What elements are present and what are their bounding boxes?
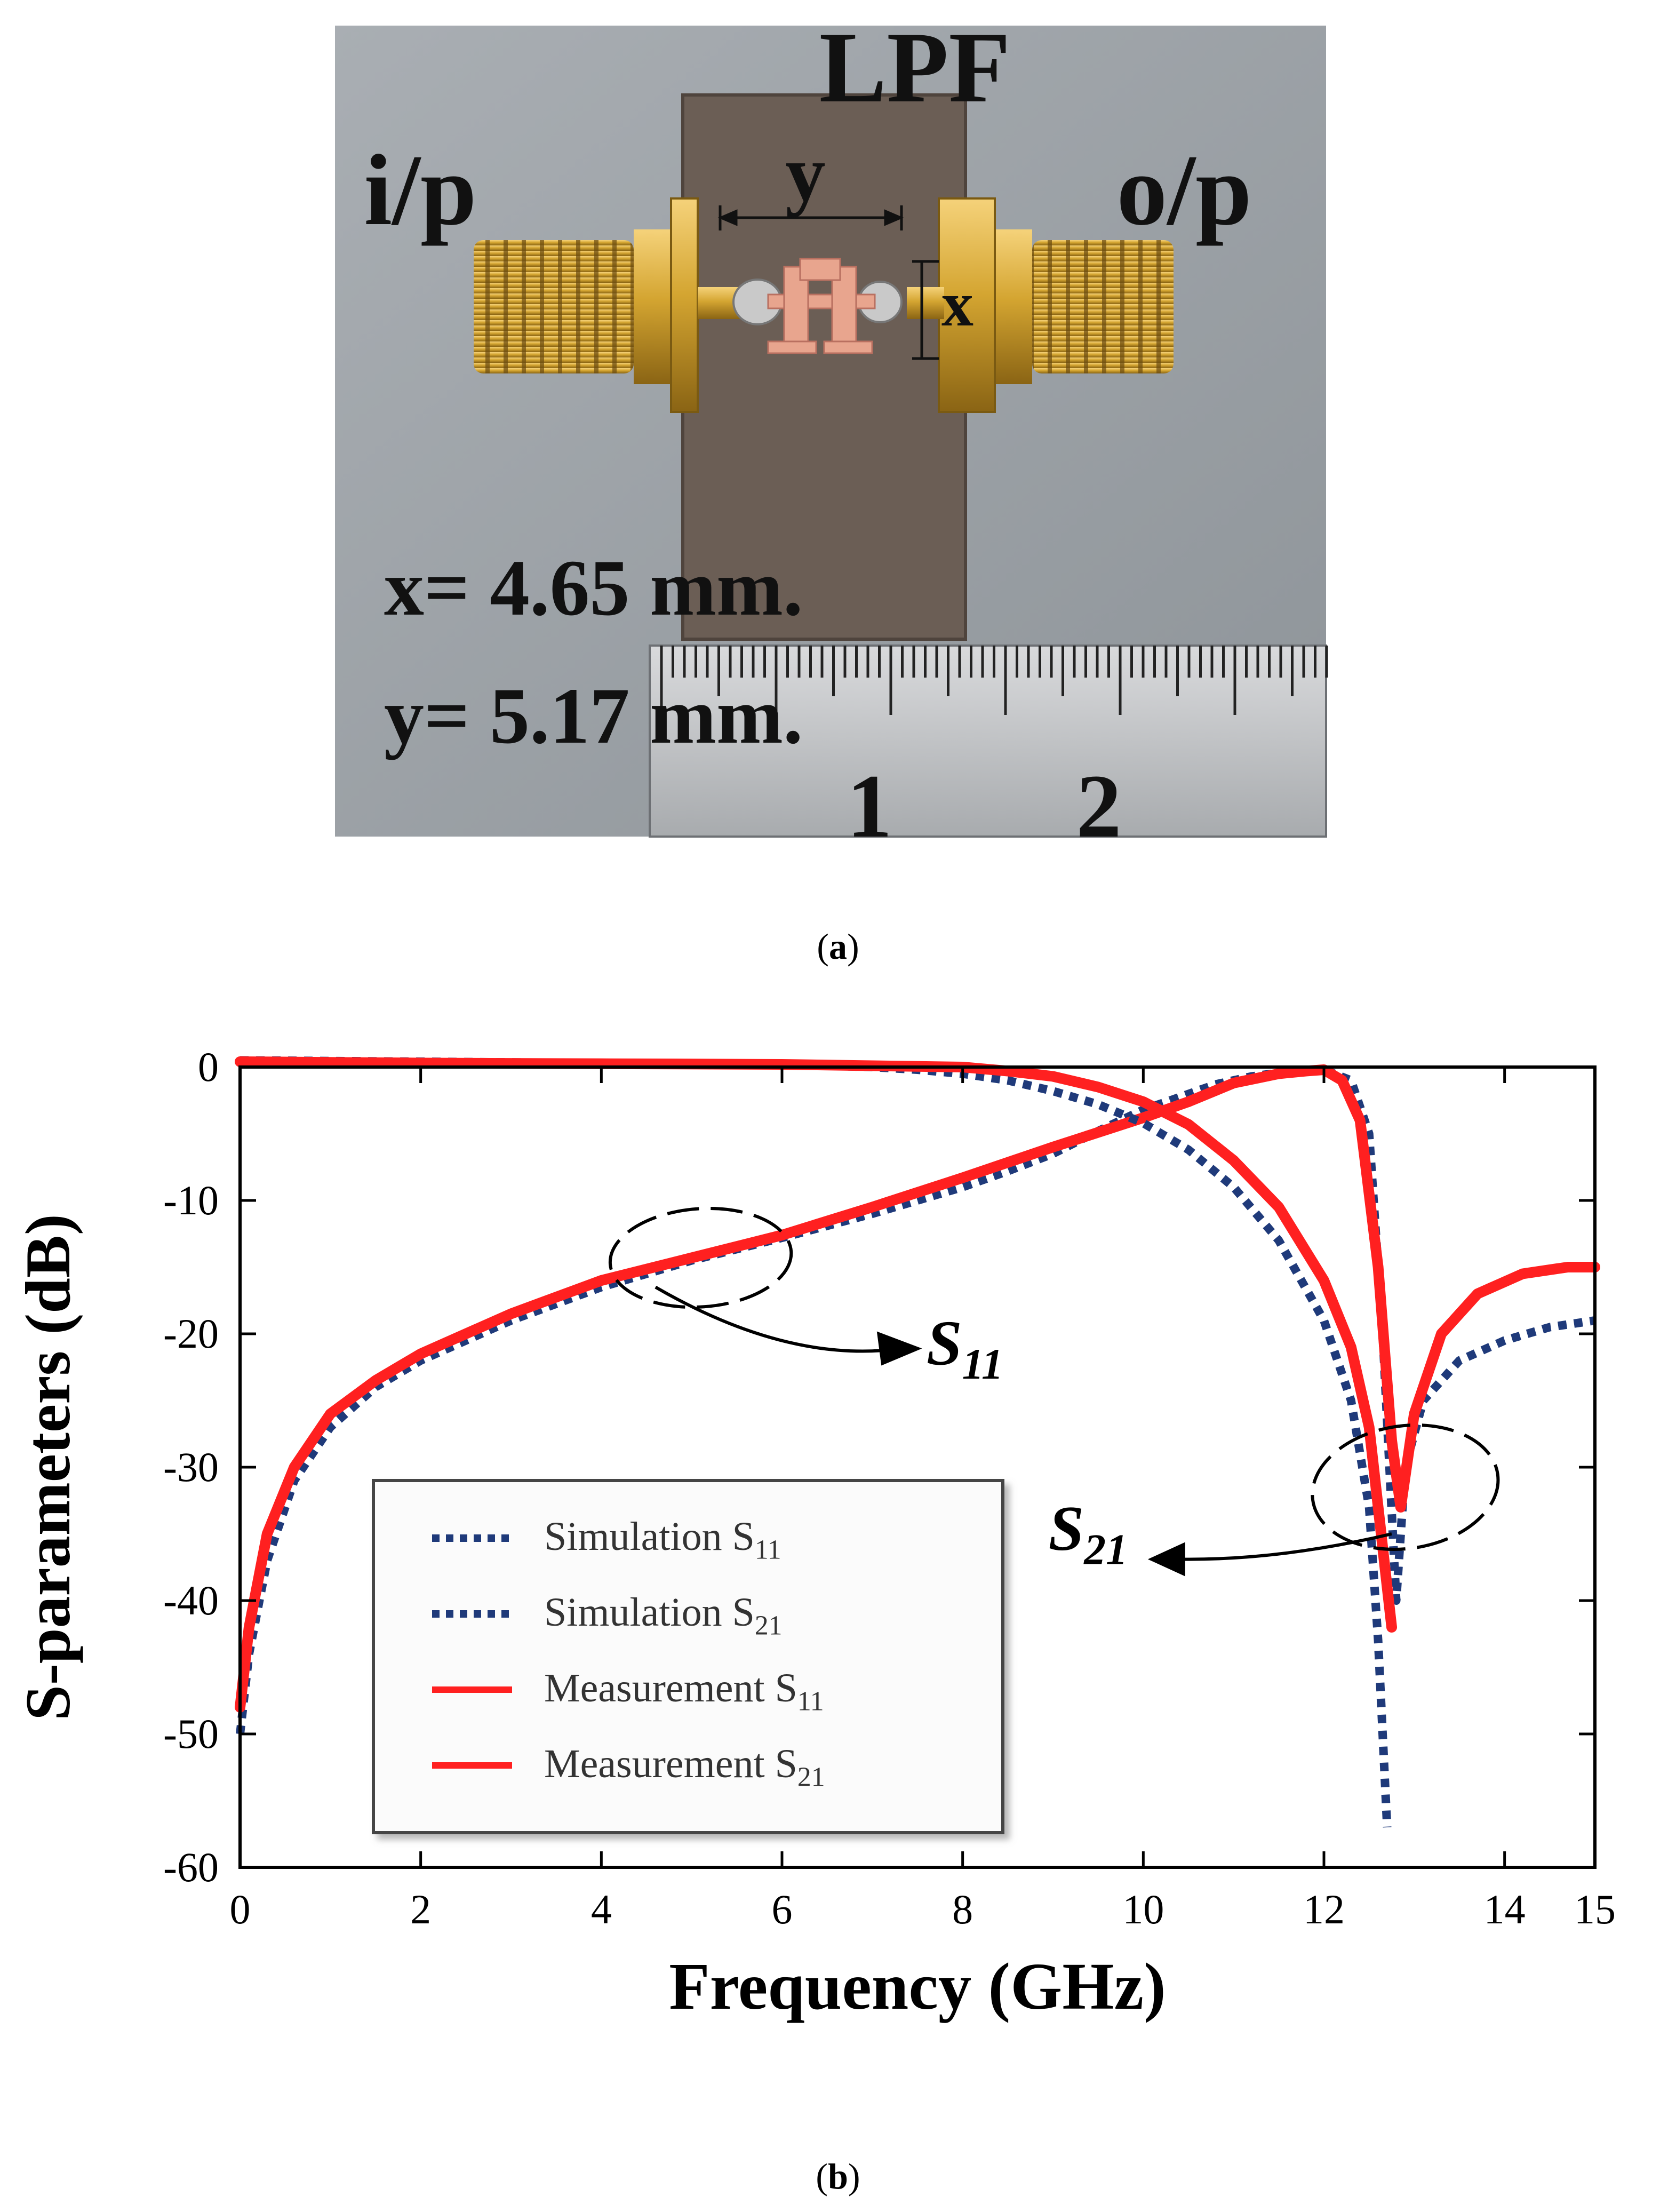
s21-annotation: S21 [1049, 1493, 1128, 1573]
legend-label-2-base: Measurement S [544, 1666, 797, 1710]
y-axis-label: S-parameters (dB) [12, 1214, 83, 1721]
lpf-label: LPF [819, 12, 1011, 124]
y-tick-label: 0 [198, 1044, 219, 1090]
s11-arrow-head [876, 1331, 922, 1366]
dimension-x-marker [912, 260, 939, 360]
legend-label-0-base: Simulation S [544, 1514, 755, 1559]
x-tick-label: 12 [1303, 1886, 1345, 1932]
y-tick-label: -40 [163, 1577, 219, 1624]
y-tick-label: -50 [163, 1710, 219, 1757]
caption-b: (b) [816, 2156, 860, 2197]
caption-a-letter: a [829, 926, 847, 967]
substrate-board [683, 95, 965, 639]
x-tick-label: 15 [1574, 1886, 1616, 1932]
legend-label-3-subscript: 21 [797, 1762, 825, 1793]
legend-label-1: Simulation S21 [544, 1590, 783, 1641]
series-line-3 [1183, 1064, 1600, 1513]
input-port-label: i/p [364, 134, 476, 246]
legend-label-2-subscript: 11 [797, 1686, 824, 1717]
legend-label-0-subscript: 11 [755, 1535, 781, 1565]
ruler [649, 644, 1328, 838]
y-tick-label: -20 [163, 1310, 219, 1357]
y-tick-label: -10 [163, 1177, 219, 1223]
x-tick-label: 4 [591, 1886, 612, 1932]
s11-annotation-subscript: 11 [962, 1340, 1003, 1388]
caption-a: (a) [817, 926, 859, 967]
caption-b-letter: b [828, 2156, 848, 2197]
x-tick-label: 2 [410, 1886, 431, 1932]
y-tick-label: -60 [163, 1844, 219, 1890]
dimension-x-text: x= 4.65 mm. [384, 544, 803, 632]
s11-annotation-base: S [927, 1308, 962, 1379]
output-sma-connector [907, 197, 1174, 413]
x-tick-label: 8 [952, 1886, 973, 1932]
output-port-label: o/p [1116, 134, 1251, 246]
dimension-y-text: y= 5.17 mm. [384, 672, 803, 760]
s21-ellipse [1311, 1423, 1500, 1551]
legend-label-1-base: Simulation S [544, 1590, 755, 1635]
x-tick-label: 14 [1484, 1886, 1526, 1932]
photo-panel: y x LPF i/p o/p 1 2 x= 4.65 mm. y= 5.17 … [0, 0, 1676, 960]
x-tick-label: 10 [1122, 1886, 1164, 1932]
lpf-copper-pattern [767, 258, 876, 354]
y-tick-label: -30 [163, 1444, 219, 1490]
dimension-y-label: y [786, 129, 826, 218]
s11-ellipse [608, 1206, 793, 1309]
dimension-x-label: x [941, 268, 973, 339]
s21-arrow-head [1147, 1542, 1185, 1577]
ruler-label-2: 2 [1076, 756, 1122, 856]
x-tick-label: 0 [230, 1886, 251, 1932]
legend-label-0: Simulation S11 [544, 1514, 781, 1565]
axes-layer: 0 2 4 6 8 10 12 14 15 0 -10 -20 -30 -40 -50 -60Frequenc… [12, 1044, 1616, 2024]
ruler-label-1: 1 [847, 756, 892, 856]
legend-label-3: Measurement S21 [544, 1741, 825, 1793]
series-line-5 [235, 1056, 1397, 1633]
filter-photo: y x LPF i/p o/p 1 2 x= 4.65 mm. y= 5.17 … [335, 12, 1328, 856]
x-axis-label: Frequency (GHz) [669, 1950, 1166, 2024]
s21-annotation-base: S [1049, 1493, 1084, 1564]
legend-label-3-base: Measurement S [544, 1741, 797, 1786]
s21-arrow-line [1179, 1532, 1392, 1561]
s21-annotation-subscript: 21 [1083, 1525, 1128, 1573]
s-parameter-chart: 0 2 4 6 8 10 12 14 15 0 -10 -20 -30 -40 -50 -60Frequenc… [12, 1044, 1616, 2024]
series-line-4 [240, 1056, 1392, 1828]
legend-label-2: Measurement S11 [544, 1666, 824, 1717]
series-line-2 [235, 1096, 1194, 1713]
s11-annotation: S11 [927, 1308, 1003, 1388]
s11-arrow-line [655, 1285, 891, 1353]
series-layer [235, 1056, 1600, 1828]
x-tick-label: 6 [772, 1886, 793, 1932]
legend-label-1-subscript: 21 [755, 1611, 783, 1641]
input-sma-connector [474, 197, 740, 413]
dimension-y-marker [717, 205, 904, 230]
